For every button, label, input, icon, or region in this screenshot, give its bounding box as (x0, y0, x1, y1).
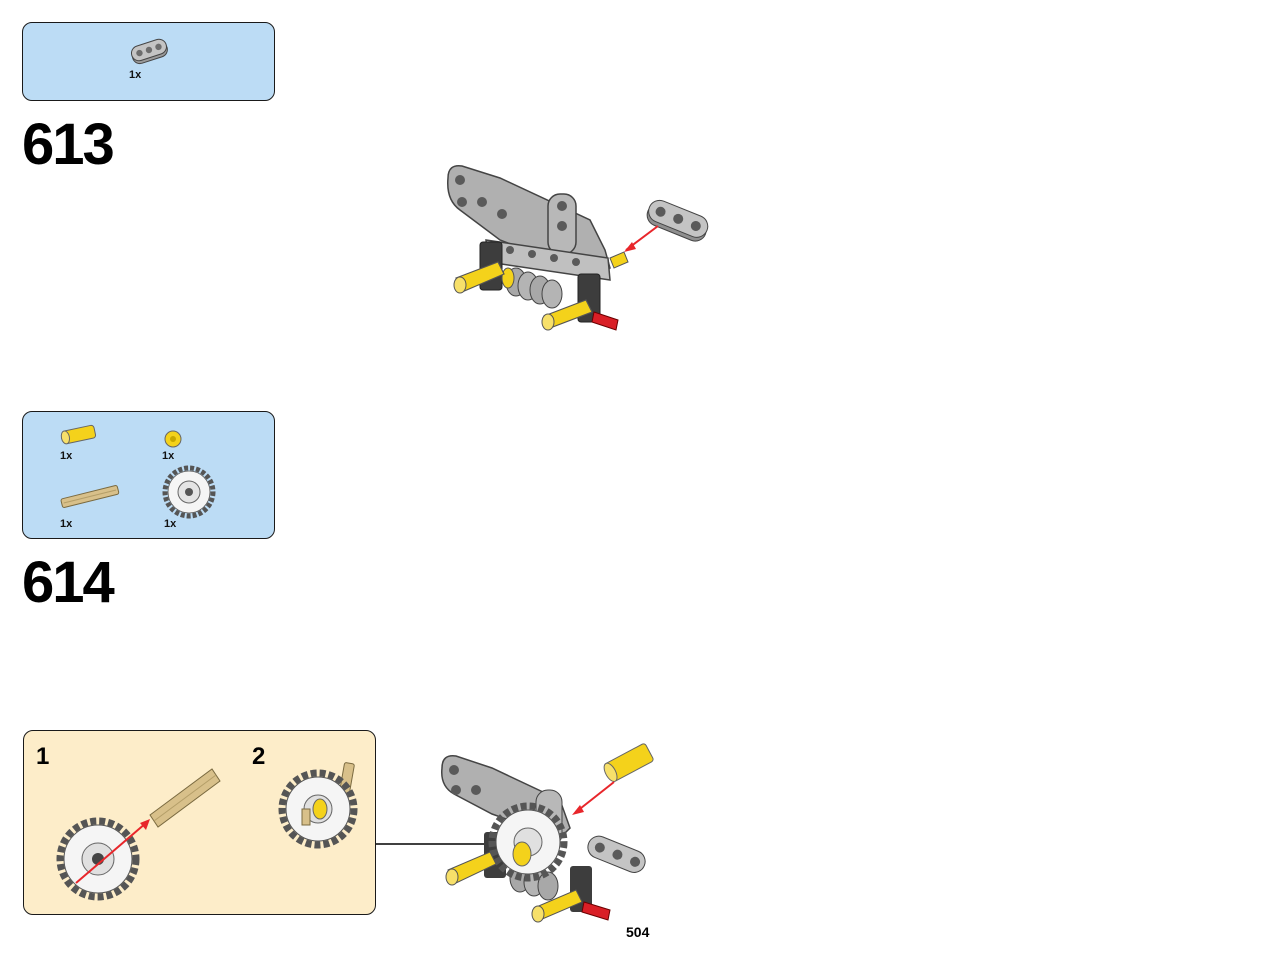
tan-axle-part-icon (60, 485, 120, 508)
part-qty: 1x (60, 450, 73, 462)
white-gear (488, 802, 568, 882)
part-qty: 1x (129, 69, 142, 81)
liftarm-hole (451, 785, 461, 795)
assembly-illustration-614 (441, 743, 654, 923)
parts-callout-614: 1x 1x 1x 1x (22, 411, 275, 539)
part-qty: 1x (162, 450, 175, 462)
yellow-bush-part-icon (164, 430, 182, 448)
gray-liftarm-part-icon (130, 38, 168, 65)
assembly-arrow (75, 822, 147, 884)
sub-step-number-1: 1 (36, 743, 50, 770)
liftarm-hole (506, 246, 514, 254)
white-gear (56, 817, 140, 901)
yellow-connector-part-icon (60, 424, 97, 445)
assembly-arrow (575, 781, 615, 813)
liftarm-hole (455, 175, 465, 185)
part-qty: 1x (164, 518, 177, 530)
page-number: 504 (626, 924, 650, 940)
liftarm-hole (550, 254, 558, 262)
liftarm-hole (557, 221, 567, 231)
sub-step-number-2: 2 (252, 743, 266, 770)
liftarm-hole (457, 197, 467, 207)
tan-axle (149, 768, 221, 828)
parts-callout-613: 1x (22, 22, 275, 101)
liftarm-hole (572, 258, 580, 266)
step-number-613: 613 (22, 112, 115, 177)
loose-liftarm (646, 199, 709, 242)
worm-gear (505, 267, 563, 309)
liftarm-hole (497, 209, 507, 219)
sub-step-1-illustration (56, 768, 221, 901)
assembly-illustration-613 (447, 165, 709, 331)
liftarm-hole (449, 765, 459, 775)
step-number-614: 614 (22, 550, 115, 615)
gear-24-part-icon (162, 465, 216, 519)
liftarm-hole (477, 197, 487, 207)
sub-assembly-callout: 1 2 (23, 730, 376, 915)
sub-step-2-illustration (278, 762, 358, 849)
liftarm-hole (557, 201, 567, 211)
loose-yellow-connector (603, 743, 654, 782)
liftarm-hole (528, 250, 536, 258)
liftarm-hole (471, 785, 481, 795)
part-qty: 1x (60, 518, 73, 530)
